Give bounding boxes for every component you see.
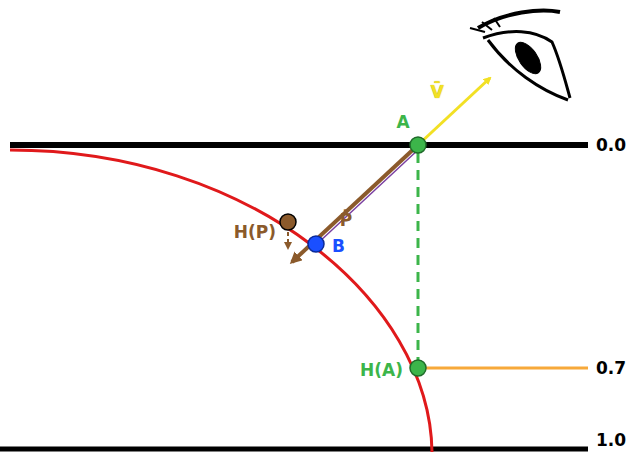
- point-label: H(P): [234, 224, 276, 241]
- eye-icon: [470, 11, 570, 100]
- vector-label: P̄: [340, 212, 352, 229]
- view-vector: [418, 78, 490, 145]
- offset-vector: [292, 145, 418, 262]
- offset-line: [318, 148, 420, 243]
- depth-value: 1.0: [596, 432, 626, 449]
- depth-value: 0.7: [596, 360, 626, 377]
- height-drop: [287, 232, 289, 248]
- point-ha: [410, 360, 426, 376]
- point-label: A: [396, 114, 409, 131]
- depth-value: 0.0: [596, 137, 626, 154]
- point-b: [308, 236, 324, 252]
- point-label: H(A): [360, 362, 403, 379]
- point-a: [410, 137, 426, 153]
- vector-label: V̄: [430, 84, 443, 101]
- bottom-surface: [0, 447, 588, 452]
- height-level: [418, 367, 588, 370]
- point-label: B: [332, 238, 345, 255]
- top-surface: [10, 142, 588, 148]
- point-hp: [280, 214, 296, 230]
- vertical-dash: [417, 153, 420, 360]
